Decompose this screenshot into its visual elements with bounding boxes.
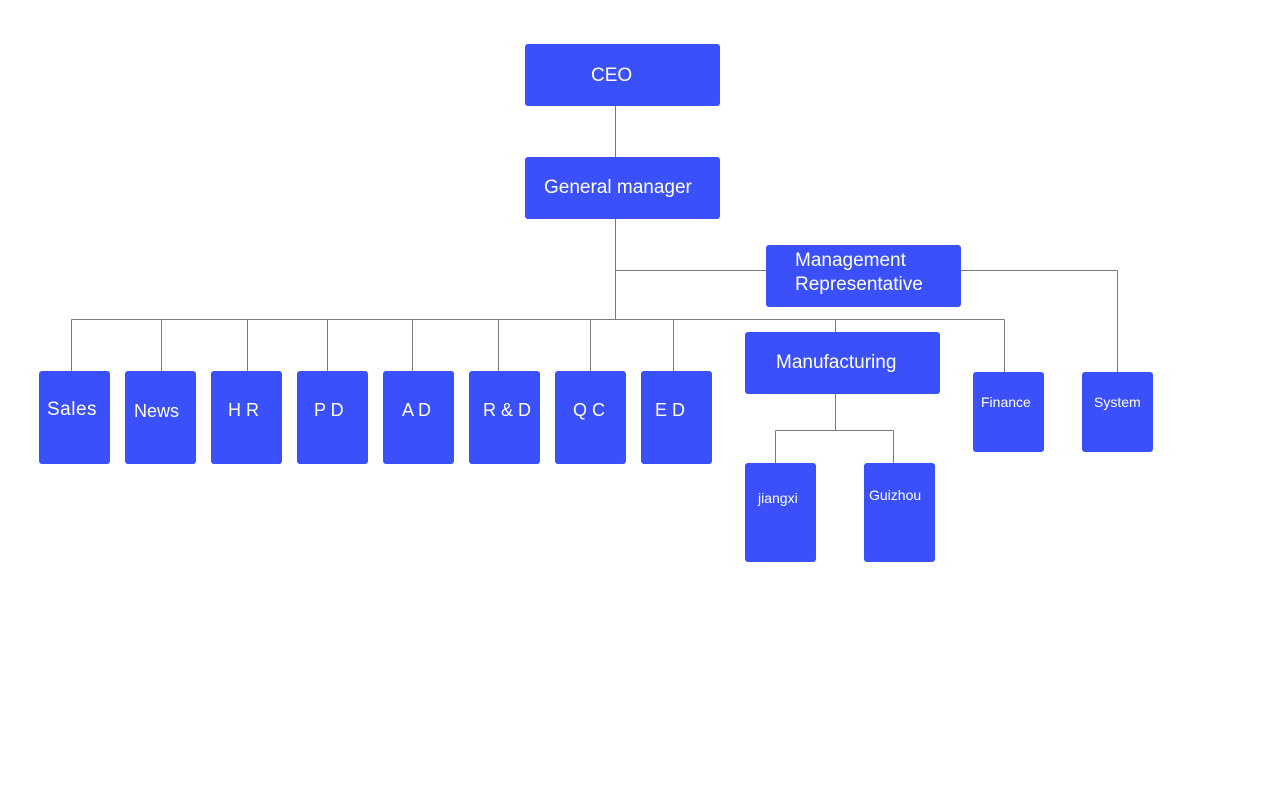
hr-node[interactable]: H R: [211, 371, 282, 464]
pd-label: P D: [314, 400, 344, 420]
sales-label: Sales: [47, 399, 98, 420]
hr-label: H R: [228, 400, 259, 420]
manufacturing-label: Manufacturing: [776, 352, 897, 373]
finance-label: Finance: [981, 394, 1031, 410]
guizhou-label: Guizhou: [869, 487, 922, 503]
management-representative-node[interactable]: Management Representative: [766, 245, 961, 307]
ad-node[interactable]: A D: [383, 371, 454, 464]
system-label: System: [1094, 394, 1141, 410]
system-node[interactable]: System: [1082, 372, 1153, 452]
ceo-label: CEO: [591, 65, 633, 86]
ed-node[interactable]: E D: [641, 371, 712, 464]
ceo-node[interactable]: CEO: [525, 44, 720, 106]
news-node[interactable]: News: [125, 371, 196, 464]
jiangxi-label: jiangxi: [758, 490, 798, 506]
management-representative-label-line1: Management: [795, 250, 906, 271]
rd-node[interactable]: R & D: [469, 371, 540, 464]
rd-label: R & D: [483, 400, 532, 420]
general-manager-label: General manager: [544, 177, 692, 198]
management-representative-label-line2: Representative: [795, 274, 923, 295]
jiangxi-node[interactable]: jiangxi: [745, 463, 816, 562]
qc-node[interactable]: Q C: [555, 371, 626, 464]
sales-node[interactable]: Sales: [39, 371, 110, 464]
pd-node[interactable]: P D: [297, 371, 368, 464]
news-label: News: [134, 401, 180, 421]
general-manager-node[interactable]: General manager: [525, 157, 720, 219]
finance-node[interactable]: Finance: [973, 372, 1044, 452]
guizhou-node[interactable]: Guizhou: [864, 463, 935, 562]
ad-label: A D: [402, 400, 432, 420]
qc-label: Q C: [573, 400, 606, 420]
manufacturing-node[interactable]: Manufacturing: [745, 332, 940, 394]
ed-label: E D: [655, 400, 686, 420]
